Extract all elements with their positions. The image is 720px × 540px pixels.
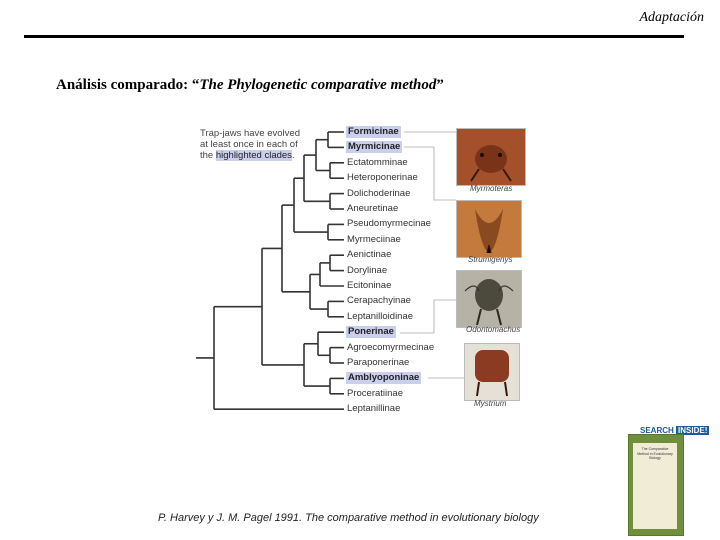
taxon-label: Proceratiinae (347, 387, 403, 399)
book-cover-panel: The Comparative Method in Evolutionary B… (633, 443, 677, 529)
section-header: Adaptación (639, 10, 704, 25)
badge-left: SEARCH (640, 426, 674, 435)
taxon-label: Myrmicinae (346, 141, 403, 154)
book-cover[interactable]: The Comparative Method in Evolutionary B… (628, 434, 684, 536)
taxon-label: Leptanillinae (347, 403, 401, 415)
taxon-label: Cerapachyinae (347, 295, 411, 307)
taxon-label: Heteroponerinae (347, 172, 418, 184)
title-prefix: Análisis comparado: “ (56, 77, 200, 93)
ant-image-odontomachus (456, 270, 522, 328)
ant-caption-1: Myrmoteras (470, 184, 513, 193)
badge-right: INSIDE! (676, 426, 710, 435)
note-end: . (291, 150, 295, 161)
ant-image-myrmoteras (456, 128, 526, 186)
ant-image-strumigenys (456, 200, 522, 258)
title-suffix: ” (436, 77, 444, 93)
note-highlight: highlighted clades (215, 150, 292, 161)
header-rule (24, 35, 684, 38)
taxon-label: Dorylinae (347, 264, 388, 276)
taxon-label: Ecitoninae (347, 280, 392, 291)
ant-image-mystrium (464, 343, 520, 401)
ant-caption-4: Mystrium (474, 399, 507, 408)
taxon-label: Ectatomminae (347, 156, 408, 168)
taxon-label: Ponerinae (346, 326, 396, 339)
ant-caption-3: Odontomachus (466, 325, 521, 334)
ant-caption-2: Strumigenys (468, 255, 513, 264)
taxon-label: Aneuretinae (347, 203, 399, 214)
taxon-label: Leptanilloidinae (347, 310, 414, 322)
taxon-label: Myrmeciinae (347, 233, 401, 245)
taxon-label: Paraponerinae (347, 357, 410, 368)
note-text: Trap-jaws have evolved at least once in … (200, 128, 300, 161)
taxon-label: Amblyoponinae (346, 372, 422, 385)
citation: P. Harvey y J. M. Pagel 1991. The compar… (158, 512, 539, 524)
taxon-label: Aenictinae (347, 249, 392, 261)
title-italic: The Phylogenetic comparative method (199, 77, 437, 93)
search-inside-badge[interactable]: SEARCH INSIDE! (640, 426, 710, 435)
taxon-label: Agroecomyrmecinae (347, 341, 435, 353)
taxon-label: Pseudomyrmecinae (347, 218, 431, 230)
slide-title: Análisis comparado: “The Phylogenetic co… (56, 77, 444, 94)
book-cover-text: The Comparative Method in Evolutionary B… (637, 447, 673, 460)
taxon-label: Dolichoderinae (347, 187, 411, 199)
figure-note: Trap-jaws have evolved at least once in … (200, 128, 310, 161)
taxon-label: Formicinae (346, 126, 401, 138)
